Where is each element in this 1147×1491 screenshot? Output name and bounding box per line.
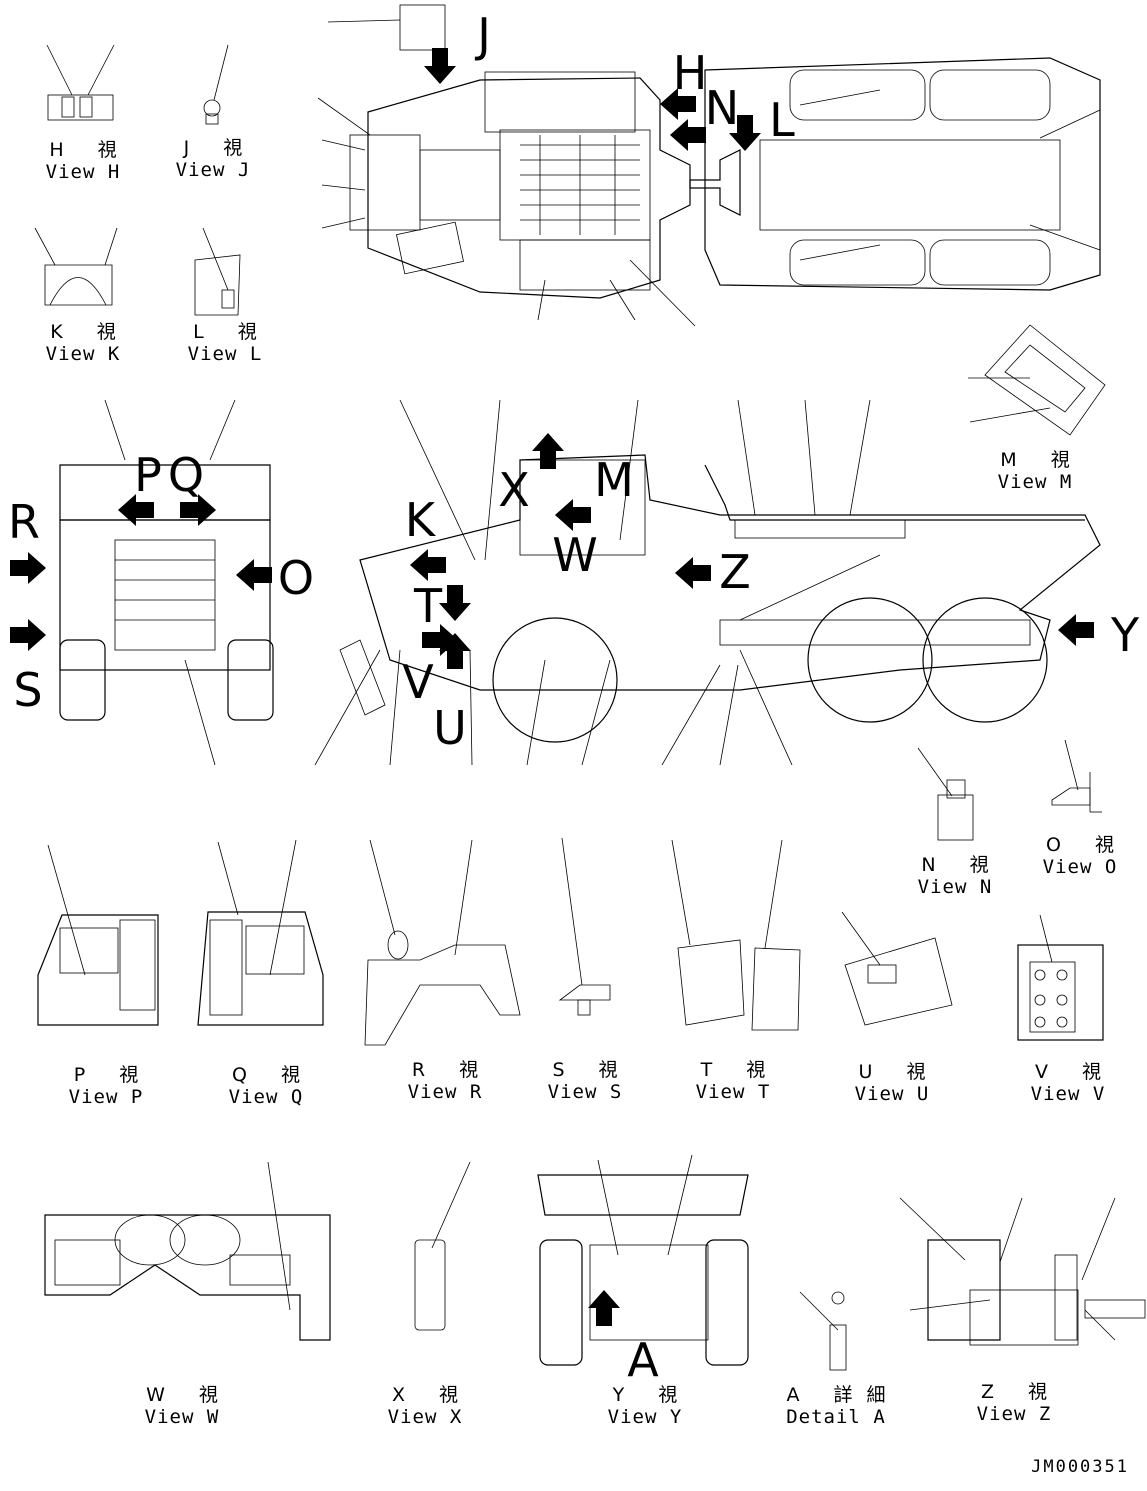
view-y-sketch: [537, 1154, 749, 1366]
callout-n: N: [704, 81, 740, 135]
view-r-sketch: [364, 839, 521, 1046]
view-s-sketch: [558, 837, 611, 1016]
view-k-sketch: [34, 227, 118, 306]
callout-m: M: [594, 453, 634, 507]
view-t-sketch: [671, 839, 801, 1031]
view-o-sketch: [1051, 739, 1102, 813]
view-q-sketch: [197, 839, 324, 1026]
callout-u: U: [433, 701, 467, 755]
view-u-sketch: [841, 911, 953, 1026]
callout-v: V: [402, 655, 434, 709]
view-n-sketch: [917, 747, 974, 841]
callout-a: A: [627, 1333, 659, 1387]
callout-x: X: [498, 463, 530, 517]
drawing-number: JM000351: [1031, 1457, 1129, 1477]
callout-s: S: [13, 663, 43, 717]
view-w-sketch: [44, 1161, 331, 1341]
view-p-sketch: [37, 844, 159, 1026]
view-v-sketch: [1017, 914, 1104, 1041]
callout-z: Z: [719, 545, 751, 599]
view-m-sketch: [968, 324, 1106, 436]
detail-a-sketch: [799, 1291, 847, 1371]
callout-y: Y: [1110, 608, 1140, 662]
callout-l: L: [769, 93, 795, 147]
callout-t: T: [413, 579, 443, 633]
view-h-sketch: [46, 44, 115, 121]
view-z-sketch: [899, 1197, 1146, 1346]
callout-o: O: [277, 551, 315, 605]
callout-w: W: [552, 528, 598, 582]
callout-r: R: [8, 495, 40, 549]
front-view: [10, 399, 274, 766]
callout-q: Q: [167, 448, 205, 502]
callout-p: P: [134, 448, 162, 502]
side-view: [314, 399, 1101, 766]
view-j-sketch: [203, 44, 229, 125]
view-x-sketch: [414, 1161, 471, 1331]
callout-j: J: [477, 8, 491, 62]
callout-h: H: [672, 46, 708, 100]
plan-view: [317, 4, 1101, 327]
view-l-sketch: [194, 227, 241, 316]
callout-k: K: [404, 493, 436, 547]
